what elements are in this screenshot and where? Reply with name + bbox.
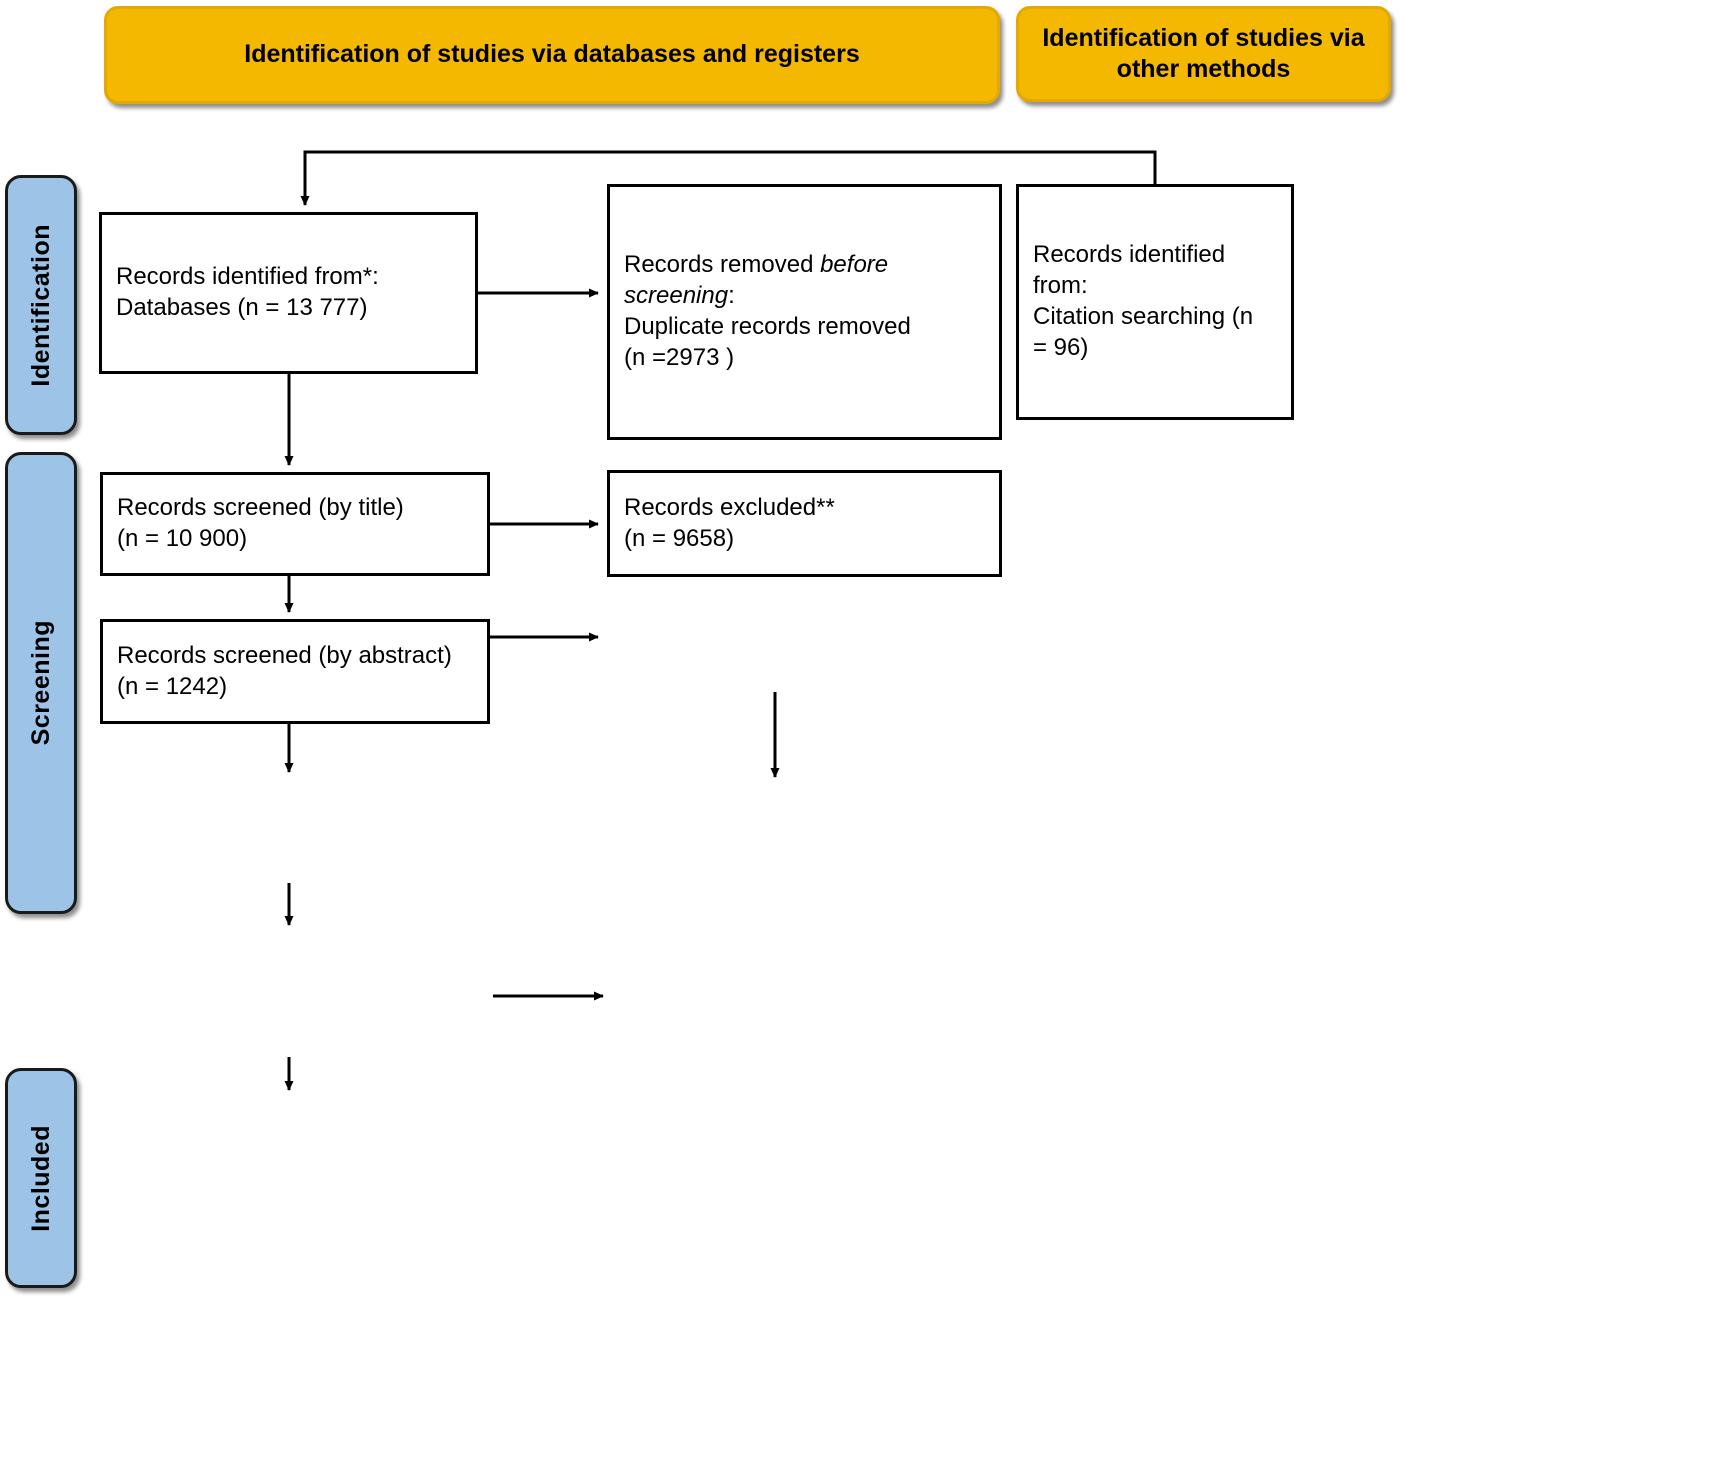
box-records-removed-line-3: Duplicate records removed [624, 313, 911, 340]
box-records-screened-title-line-2: (n = 10 900) [117, 525, 248, 552]
stage-label-included: Included [5, 1068, 77, 1288]
box-records-identified-other-line-3: Citation searching (n [1033, 303, 1254, 330]
box-records-removed-italic-screening: screening [624, 282, 729, 310]
box-records-identified-other-line-1: Records identified [1033, 241, 1226, 269]
box-records-removed-before-screening: Records removed before screening: Duplic… [607, 184, 1002, 440]
stage-label-included-text: Included [26, 1124, 55, 1232]
stage-label-screening-text: Screening [26, 620, 55, 746]
box-records-identified-other: Records identified from: Citation search… [1016, 184, 1294, 420]
box-records-removed-line-4: (n =2973 ) [624, 343, 735, 371]
box-records-screened-title-line-1: Records screened (by title) [117, 494, 404, 522]
banner-databases-registers: Identification of studies via databases … [104, 6, 1000, 104]
box-records-identified-line-1: Records identified from*: [116, 263, 379, 291]
box-records-identified-other-line-4: = 96) [1033, 333, 1089, 361]
box-records-excluded-title-line-1: Records excluded** [624, 493, 835, 521]
box-records-removed-line-1: Records removed before [624, 250, 985, 281]
box-records-screened-title: Records screened (by title) (n = 10 900) [100, 472, 490, 576]
box-records-identified-other-line-2: from: [1033, 272, 1088, 300]
stage-label-identification-text: Identification [26, 223, 55, 387]
box-records-removed-line-2: screening: [624, 281, 985, 312]
stage-label-screening: Screening [5, 452, 77, 914]
box-records-removed-prefix: Records removed [624, 251, 821, 279]
box-records-removed-colon: : [728, 282, 735, 310]
box-records-screened-abstract-line-2: (n = 1242) [117, 672, 228, 700]
box-records-identified-line-2: Databases (n = 13 777) [116, 294, 368, 321]
box-records-excluded-title-line-2: (n = 9658) [624, 524, 735, 552]
box-records-removed-italic-before: before [820, 251, 889, 279]
stage-label-identification: Identification [5, 175, 77, 435]
box-records-screened-abstract-line-1: Records screened (by abstract) [117, 641, 452, 669]
box-records-identified: Records identified from*: Databases (n =… [99, 212, 478, 374]
box-records-screened-abstract: Records screened (by abstract) (n = 1242… [100, 619, 490, 724]
box-records-excluded-title: Records excluded** (n = 9658) [607, 470, 1002, 577]
